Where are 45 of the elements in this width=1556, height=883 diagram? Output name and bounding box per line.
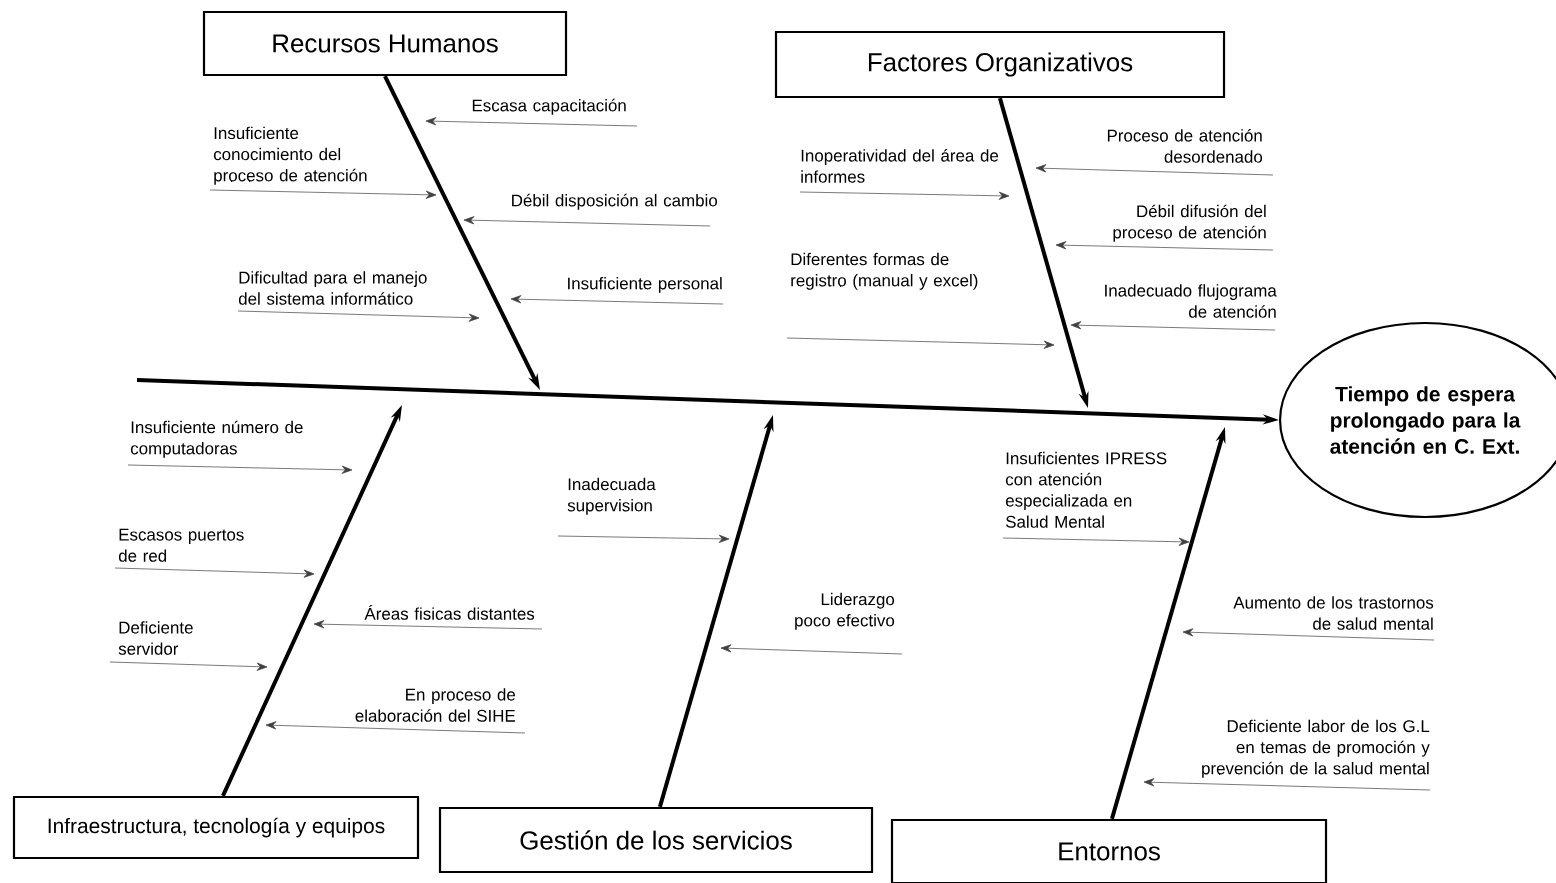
cause-text: En proceso de elaboración del SIHE — [355, 688, 516, 722]
cause-text: Escasos puertos de red — [118, 528, 244, 562]
cause-text: Insuficientes IPRESS con atención especializada en Salud Mental — [1005, 451, 1167, 528]
cause-arrow — [720, 644, 903, 655]
cause-text: Insuficiente personal — [568, 277, 722, 293]
cause-text: Insuficiente número de computadoras — [130, 420, 303, 458]
cause-text: Deficiente servidor — [118, 621, 193, 655]
cause-text: Débil disposición al cambio — [512, 193, 718, 210]
cause-text: Inoperatividad del área de informes — [801, 149, 999, 183]
cause-arrow — [1070, 321, 1276, 331]
cause-text: Áreas fisicas distantes — [364, 604, 535, 620]
cause-arrow — [114, 567, 315, 578]
cause-arrow — [799, 191, 1010, 200]
cause-text: Liderazgo poco efectivo — [795, 592, 895, 630]
cause-arrow — [786, 337, 1055, 349]
cause-text: Inadecuada supervision — [567, 477, 656, 515]
cause-arrow — [209, 189, 437, 199]
cause-arrow — [127, 464, 353, 474]
category-box: Infraestructura, tecnología y equipos — [12, 795, 420, 860]
cause-arrow — [1035, 164, 1274, 176]
cause-arrow — [425, 117, 638, 127]
cause-arrow — [1143, 778, 1431, 791]
cause-arrow — [313, 620, 543, 630]
cause-arrow — [557, 534, 730, 543]
cause-arrow — [237, 310, 480, 322]
cause-arrow — [1182, 628, 1435, 641]
category-box: Factores Organizativos — [774, 30, 1226, 99]
cause-arrow — [463, 216, 711, 227]
cause-arrow — [510, 295, 724, 305]
cause-text: Deficiente labor de los G.L en temas de promoción y prevención de la salud mental — [1202, 719, 1430, 778]
cause-text: Escasa capacitación — [472, 98, 626, 115]
cause-text: Débil difusión del proceso de atención — [1113, 204, 1266, 242]
category-box: Entornos — [890, 818, 1328, 883]
cause-text: Dificultad para el manejo del sistema informático — [238, 271, 427, 305]
cause-arrow — [109, 661, 268, 671]
cause-text: Aumento de los trastornos de salud mental — [1233, 596, 1434, 630]
cause-arrow — [265, 721, 526, 734]
cause-arrow — [1002, 537, 1190, 546]
cause-text: Inadecuado flujograma de atención — [1105, 284, 1277, 318]
cause-text: Diferentes formas de registro (manual y excel) — [791, 252, 978, 290]
cause-text: Proceso de atención desordenado — [1107, 129, 1263, 163]
cause-arrow — [1055, 241, 1274, 251]
cause-text: Insuficiente conocimiento del proceso de atención — [213, 126, 367, 185]
category-box: Recursos Humanos — [202, 10, 568, 77]
category-box: Gestión de los servicios — [438, 806, 874, 874]
